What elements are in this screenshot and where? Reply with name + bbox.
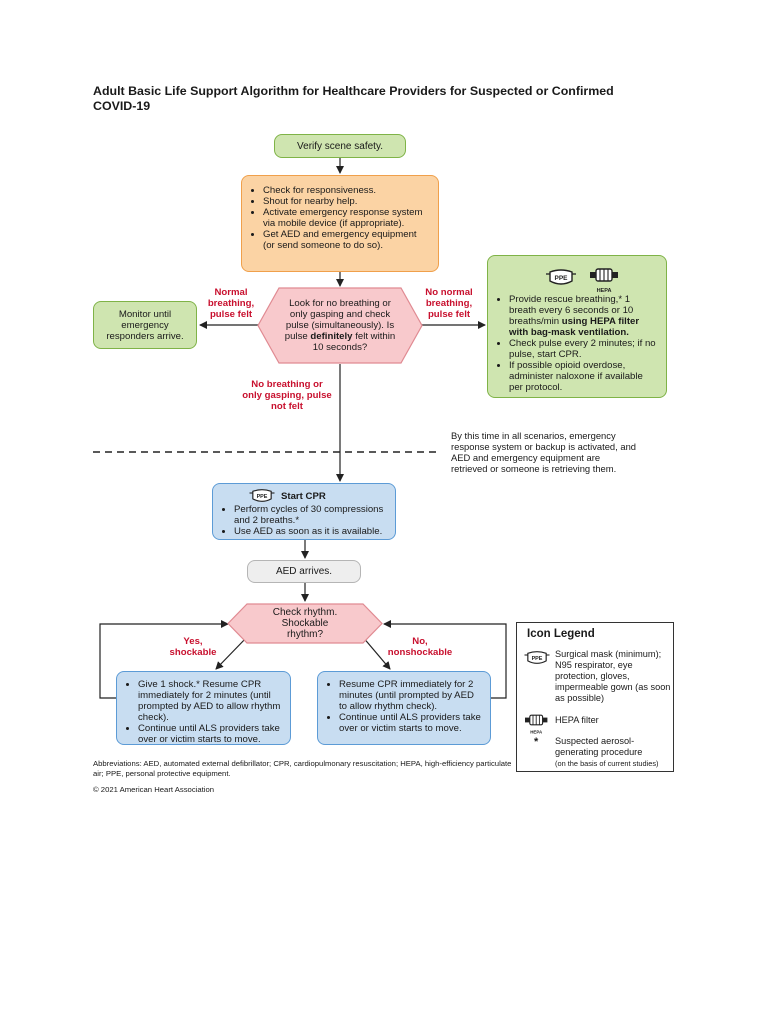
decision-question-bold: definitely bbox=[310, 331, 353, 342]
rhythm-text: Check rhythm. Shockable rhythm? bbox=[272, 607, 338, 640]
resume-item: Continue until ALS providers take over o… bbox=[339, 712, 482, 734]
label-yes-shockable: Yes, shockable bbox=[169, 636, 217, 658]
legend-star-sub: (on the basis of current studies) bbox=[555, 759, 659, 768]
shock-item: Continue until ALS providers take over o… bbox=[138, 723, 282, 745]
decision-instruction: Look for no breathing or only gasping an… bbox=[285, 298, 391, 331]
hepa-filter-icon: HEPA bbox=[525, 712, 549, 741]
rescue-item: Check pulse every 2 minutes; if no pulse… bbox=[509, 338, 658, 360]
resume-item: Resume CPR immediately for 2 minutes (un… bbox=[339, 679, 482, 712]
svg-text:PPE: PPE bbox=[532, 656, 543, 662]
loop-resume-to-rhythm bbox=[383, 620, 507, 699]
shock-item: Give 1 shock.* Resume CPR immediately fo… bbox=[138, 679, 282, 723]
rescue-item: Provide rescue breathing,* 1 breath ever… bbox=[509, 294, 658, 338]
svg-text:PPE: PPE bbox=[554, 275, 568, 282]
ppe-mask-icon: PPE bbox=[546, 268, 576, 289]
label-no-breathing: No breathing or only gasping, pulse not … bbox=[242, 379, 332, 412]
legend-ppe-text: Surgical mask (minimum); N95 respirator,… bbox=[555, 649, 671, 703]
monitor-text: Monitor until emergency responders arriv… bbox=[106, 308, 184, 342]
shock-list: Give 1 shock.* Resume CPR immediately fo… bbox=[127, 679, 282, 745]
copyright-text: © 2021 American Heart Association bbox=[93, 785, 215, 794]
hexagon-shape bbox=[227, 603, 383, 644]
hexagon-shape bbox=[257, 287, 423, 364]
rescue-item: If possible opioid overdose, administer … bbox=[509, 360, 658, 393]
svg-text:HEPA: HEPA bbox=[530, 730, 543, 735]
resume-cpr-box: Resume CPR immediately for 2 minutes (un… bbox=[317, 671, 491, 745]
monitor-box: Monitor until emergency responders arriv… bbox=[93, 301, 197, 349]
aed-arrives-box: AED arrives. bbox=[247, 560, 361, 583]
legend-title: Icon Legend bbox=[527, 628, 595, 640]
loop-shock-to-rhythm bbox=[99, 620, 229, 699]
check-item: Get AED and emergency equipment (or send… bbox=[263, 229, 430, 251]
label-normal-breathing: Normal breathing, pulse felt bbox=[207, 287, 255, 320]
arrow-rhythm-to-resume bbox=[361, 635, 391, 670]
hepa-filter-icon: HEPA bbox=[590, 266, 620, 297]
cpr-heading: Start CPR bbox=[281, 491, 326, 502]
check-item: Activate emergency response system via m… bbox=[263, 207, 430, 229]
legend-star-text: Suspected aerosol-generating procedure bbox=[555, 736, 643, 757]
rescue-breathing-box: PPE HEPA Provide rescue breathing,* 1 br… bbox=[487, 255, 667, 398]
label-no-nonshockable: No, nonshockable bbox=[387, 636, 453, 658]
aed-arrives-text: AED arrives. bbox=[275, 566, 333, 577]
legend-star: * bbox=[534, 736, 539, 748]
rescue-item-bold: using HEPA filter with bag-mask ventilat… bbox=[509, 316, 640, 338]
resume-list: Resume CPR immediately for 2 minutes (un… bbox=[328, 679, 482, 734]
label-no-normal-breathing: No normal breathing, pulse felt bbox=[425, 287, 473, 320]
page-title: Adult Basic Life Support Algorithm for H… bbox=[93, 84, 614, 113]
cpr-header: PPE Start CPR bbox=[249, 488, 387, 506]
check-responsiveness-box: Check for responsiveness. Shout for near… bbox=[241, 175, 439, 272]
decision-question-pre: Is pulse bbox=[284, 320, 395, 342]
check-item: Check for responsiveness. bbox=[263, 185, 430, 196]
svg-text:HEPA: HEPA bbox=[597, 288, 612, 294]
check-item: Shout for nearby help. bbox=[263, 196, 430, 207]
svg-text:PPE: PPE bbox=[257, 494, 268, 500]
icon-legend: Icon Legend PPE Surgical mask (minimum);… bbox=[516, 622, 674, 772]
abbreviations-text: Abbreviations: AED, automated external d… bbox=[93, 759, 512, 778]
decision-question-post: felt within 10 seconds? bbox=[312, 331, 396, 353]
check-list: Check for responsiveness. Shout for near… bbox=[252, 185, 430, 251]
cpr-item: Use AED as soon as it is available. bbox=[234, 526, 387, 537]
rescue-icons: PPE HEPA bbox=[546, 266, 658, 294]
verify-scene-text: Verify scene safety. bbox=[297, 140, 383, 152]
ppe-mask-icon: PPE bbox=[249, 488, 275, 506]
ppe-mask-icon: PPE bbox=[524, 650, 550, 670]
rhythm-decision-hexagon: Check rhythm. Shockable rhythm? bbox=[227, 603, 383, 644]
arrow-rhythm-to-shock bbox=[215, 635, 249, 670]
shock-box: Give 1 shock.* Resume CPR immediately fo… bbox=[116, 671, 291, 745]
pulse-decision-hexagon: Look for no breathing or only gasping an… bbox=[257, 287, 423, 364]
verify-scene-box: Verify scene safety. bbox=[274, 134, 406, 158]
start-cpr-box: PPE Start CPR Perform cycles of 30 compr… bbox=[212, 483, 396, 540]
cpr-list: Perform cycles of 30 compressions and 2 … bbox=[223, 504, 387, 537]
legend-hepa-text: HEPA filter bbox=[555, 715, 599, 725]
rescue-list: Provide rescue breathing,* 1 breath ever… bbox=[498, 294, 658, 393]
cpr-item: Perform cycles of 30 compressions and 2 … bbox=[234, 504, 387, 526]
scenario-note: By this time in all scenarios, emergency… bbox=[451, 430, 636, 474]
